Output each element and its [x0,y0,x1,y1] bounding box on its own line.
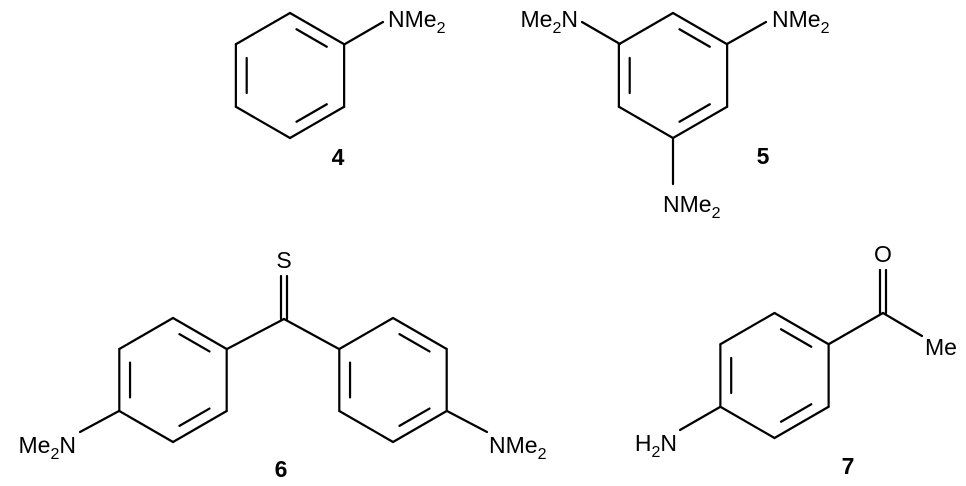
nme2-group: NMe2 [388,6,446,37]
compound-label-7: 7 [842,453,855,479]
ring-double-bond-inner [779,403,813,423]
nme2-group-right: NMe2 [489,432,547,463]
ring-bond [719,311,776,346]
ring-double-bond-inner [779,328,813,348]
c-n-bond [343,20,385,46]
methyl-group: Me [925,334,957,360]
compound-6: S Me2N NMe2 6 [19,247,547,482]
ring-bond [773,311,830,346]
me2n-group-left: Me2N [521,6,578,37]
ring-bond [118,409,175,444]
c-n-bond [445,409,489,434]
ring-bond [773,405,830,440]
me2n-group-left: Me2N [19,432,76,463]
c-c-bond [827,311,885,346]
ring-double-bond-inner [398,407,431,427]
ring-bond [234,105,292,140]
c-c-bond [225,317,286,351]
c-n-bond [725,20,768,46]
ring-bond [617,105,675,140]
compound-label-4: 4 [332,144,345,170]
ring-bond [171,409,228,444]
ring-double-bond-inner [678,103,711,123]
bond-lines [78,11,924,444]
ring-double-bond-inner [295,28,328,48]
ring-bond [118,316,175,351]
ring-double-bond-inner [678,28,711,48]
ring-bond [338,409,395,444]
ring-bond [234,11,292,46]
ring-double-bond-inner [178,333,211,353]
sulfur-atom: S [276,247,291,273]
oxygen-atom: O [874,241,892,267]
ring-bond [288,11,346,46]
ring-double-bond-inner [178,407,211,427]
ring-bond [671,105,729,140]
ring-bond [719,405,776,440]
compound-label-5: 5 [757,143,770,169]
nme2-group-right: NMe2 [772,6,830,37]
ring-bond [338,316,395,351]
c-me-bond [881,311,924,338]
compound-label-6: 6 [275,456,288,482]
compound-4: NMe2 4 [332,6,446,170]
nme2-group-bottom: NMe2 [663,191,721,222]
ring-double-bond-inner [398,333,431,353]
compound-7: O Me H2N 7 [635,241,957,479]
ring-bond [617,11,675,46]
ring-bond [671,11,729,46]
c-n-bond [580,20,622,46]
c-n-bond [678,405,722,432]
ring-bond [171,316,228,351]
amino-group: H2N [635,430,677,461]
compound-5: Me2N NMe2 NMe2 5 [521,6,830,222]
ring-bond [288,105,346,140]
ring-bond [391,316,448,351]
ring-double-bond-inner [295,103,328,123]
c-c-bond [282,317,341,351]
c-n-bond [78,409,121,434]
ring-bond [391,409,448,444]
